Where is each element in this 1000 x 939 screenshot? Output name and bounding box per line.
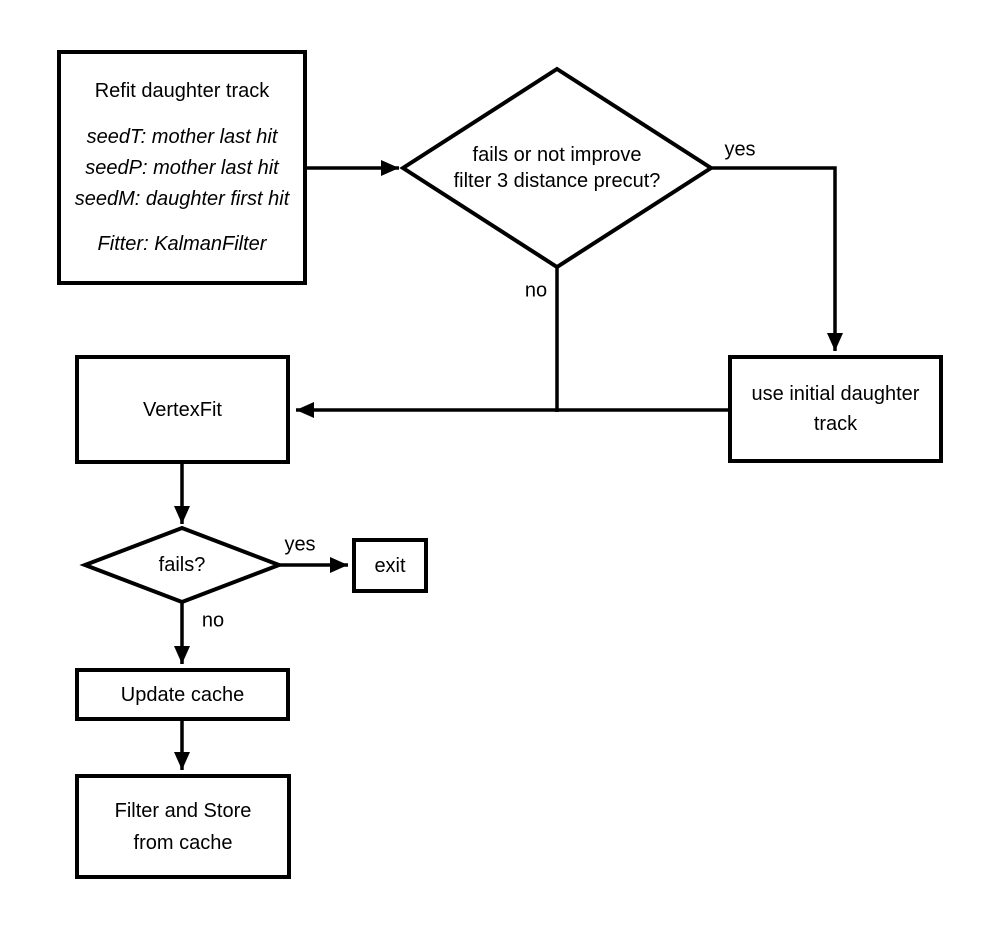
refit-seedT-line: seedT: mother last hit <box>86 125 278 148</box>
refit-seedM-line: seedM: daughter first hit <box>74 187 290 210</box>
edge-filter-yes-to-use-initial <box>711 166 843 351</box>
fails-yes-edge-label: yes <box>284 533 316 556</box>
fails-no-edge-label: no <box>201 609 225 632</box>
fails-decision-label: fails? <box>158 554 206 576</box>
filter-and-store-node: Filter and Store from cache <box>75 774 291 879</box>
filter-yes-edge-label: yes <box>724 138 756 161</box>
use-initial-daughter-track-node: use initial daughter track <box>728 355 943 463</box>
exit-node: exit <box>352 538 428 593</box>
update-cache-node: Update cache <box>75 668 290 721</box>
filter-decision-label: fails or not improve filter 3 distance p… <box>453 144 661 192</box>
refit-fitter-line: Fitter: KalmanFilter <box>97 232 267 255</box>
filter-no-edge-label: no <box>524 279 548 302</box>
vertexfit-node: VertexFit <box>75 355 290 464</box>
refit-node-title: Refit daughter track <box>94 79 270 102</box>
refit-seedP-line: seedP: mother last hit <box>85 156 279 179</box>
refit-node-content: Refit daughter track seedT: mother last … <box>75 76 290 260</box>
refit-daughter-track-node: Refit daughter track seedT: mother last … <box>57 50 307 285</box>
